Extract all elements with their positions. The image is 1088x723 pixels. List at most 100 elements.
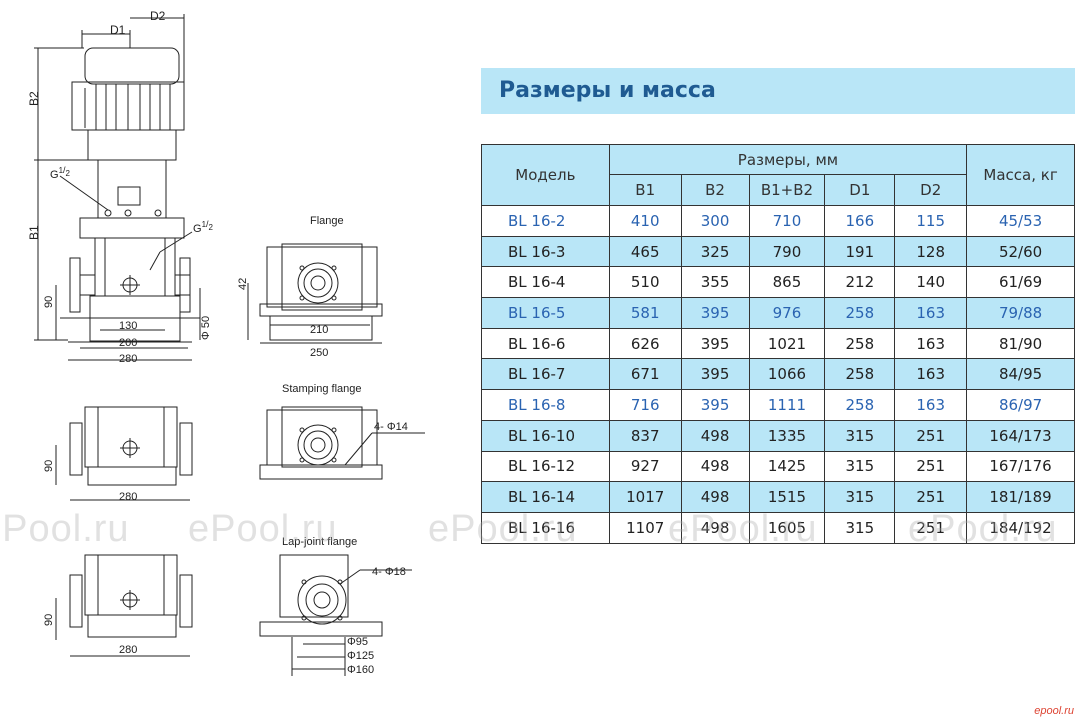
table-row: BL 16-6 626 395 1021 258 163 81/90 (481, 327, 1075, 360)
cell-d2: 251 (894, 419, 968, 452)
table-row: BL 16-3 465 325 790 191 128 52/60 (481, 235, 1075, 268)
header-d2: D2 (894, 174, 968, 206)
cell-mass: 52/60 (966, 235, 1075, 268)
cell-b1: 1107 (608, 511, 682, 544)
cell-d1: 315 (824, 481, 896, 513)
cell-b2: 498 (680, 450, 750, 483)
header-mass: Масса, кг (966, 144, 1075, 206)
dim-280-main: 280 (119, 353, 137, 365)
table-row: BL 16-4 510 355 865 212 140 61/69 (481, 266, 1075, 299)
header-model: Модель (481, 144, 610, 206)
table-row: BL 16-8 716 395 1111 258 163 86/97 (481, 389, 1075, 421)
dim-130: 130 (119, 320, 137, 332)
cell-d1: 258 (824, 358, 896, 391)
dim-280-third: 280 (119, 644, 137, 656)
dim-200: 200 (119, 337, 137, 349)
cell-b1b2: 710 (748, 205, 826, 237)
section-title: Размеры и масса (499, 78, 716, 103)
cell-b1b2: 865 (748, 266, 826, 299)
header-dimensions: Размеры, мм (608, 144, 968, 175)
cell-b1: 716 (608, 389, 682, 421)
pump-dimension-drawing: D1 D2 B2 B1 G1/2 G1/2 90 130 200 280 Φ 5… (27, 9, 425, 676)
dim-4phi18: 4- Φ18 (372, 566, 406, 578)
cell-b1: 626 (608, 327, 682, 360)
cell-d1: 258 (824, 297, 896, 329)
cell-d1: 191 (824, 235, 896, 268)
dim-b2-label: B2 (27, 91, 41, 106)
cell-b1: 510 (608, 266, 682, 299)
cell-b1: 410 (608, 205, 682, 237)
cell-mass: 61/69 (966, 266, 1075, 299)
cell-model: BL 16-2 (481, 205, 610, 237)
cell-mass: 45/53 (966, 205, 1075, 237)
cell-mass: 181/189 (966, 481, 1075, 513)
watermark-text: ePool.ru (908, 508, 1058, 550)
cell-d1: 315 (824, 511, 896, 544)
cell-model: BL 16-16 (481, 511, 610, 544)
dim-90-third: 90 (43, 614, 55, 626)
cell-model: BL 16-10 (481, 419, 610, 452)
cell-b1: 465 (608, 235, 682, 268)
dim-42: 42 (237, 278, 249, 290)
cell-b1b2: 1021 (748, 327, 826, 360)
cell-model: BL 16-12 (481, 450, 610, 483)
cell-b1: 837 (608, 419, 682, 452)
cell-b1: 927 (608, 450, 682, 483)
dim-phi95: Φ95 (347, 636, 368, 648)
table-row: BL 16-10 837 498 1335 315 251 164/173 (481, 419, 1075, 452)
cell-d2: 163 (894, 358, 968, 391)
cell-model: BL 16-5 (481, 297, 610, 329)
cell-b2: 395 (680, 327, 750, 360)
site-logo: epool.ru (1034, 705, 1074, 717)
cell-b1: 671 (608, 358, 682, 391)
watermark-text: ePool.ru (668, 508, 818, 550)
table-row: BL 16-12 927 498 1425 315 251 167/176 (481, 450, 1075, 483)
cell-mass: 184/192 (966, 511, 1075, 544)
cell-d1: 258 (824, 389, 896, 421)
cell-d2: 163 (894, 389, 968, 421)
cell-b2: 498 (680, 419, 750, 452)
cell-b1b2: 1335 (748, 419, 826, 452)
flange-title: Flange (310, 215, 344, 227)
cell-b1: 581 (608, 297, 682, 329)
cell-b1b2: 1425 (748, 450, 826, 483)
cell-d2: 251 (894, 481, 968, 513)
dim-250: 250 (310, 347, 328, 359)
dim-90-second: 90 (43, 460, 55, 472)
cell-d2: 163 (894, 297, 968, 329)
cell-mass: 79/88 (966, 297, 1075, 329)
cell-b2: 498 (680, 481, 750, 513)
dim-phi50: Φ 50 (200, 316, 212, 340)
dimensions-table: Модель Размеры, мм Масса, кг B1 B2 B1+B2… (481, 144, 1075, 544)
section-title-bar: Размеры и масса (481, 68, 1075, 114)
cell-d2: 251 (894, 511, 968, 544)
g-left-label: G1/2 (50, 165, 71, 181)
cell-b2: 300 (680, 205, 750, 237)
watermark-text: ePool.ru (0, 508, 130, 550)
cell-b2: 325 (680, 235, 750, 268)
watermark-text: ePool.ru (188, 508, 338, 550)
dim-4phi14: 4- Φ14 (374, 421, 408, 433)
cell-b1b2: 1515 (748, 481, 826, 513)
cell-b1b2: 1066 (748, 358, 826, 391)
cell-b1b2: 1605 (748, 511, 826, 544)
table-row: BL 16-16 1107 498 1605 315 251 184/192 (481, 511, 1075, 544)
cell-model: BL 16-4 (481, 266, 610, 299)
cell-d2: 251 (894, 450, 968, 483)
cell-b1b2: 1111 (748, 389, 826, 421)
cell-d2: 163 (894, 327, 968, 360)
cell-mass: 164/173 (966, 419, 1075, 452)
dim-210: 210 (310, 324, 328, 336)
cell-b2: 395 (680, 297, 750, 329)
header-d1: D1 (824, 174, 896, 206)
cell-mass: 81/90 (966, 327, 1075, 360)
cell-d1: 212 (824, 266, 896, 299)
stamping-flange-title: Stamping flange (282, 383, 362, 395)
dim-phi125: Φ125 (347, 650, 374, 662)
lap-joint-flange-title: Lap-joint flange (282, 536, 357, 548)
cell-b2: 395 (680, 389, 750, 421)
cell-model: BL 16-7 (481, 358, 610, 391)
cell-mass: 167/176 (966, 450, 1075, 483)
cell-d1: 315 (824, 419, 896, 452)
cell-model: BL 16-8 (481, 389, 610, 421)
